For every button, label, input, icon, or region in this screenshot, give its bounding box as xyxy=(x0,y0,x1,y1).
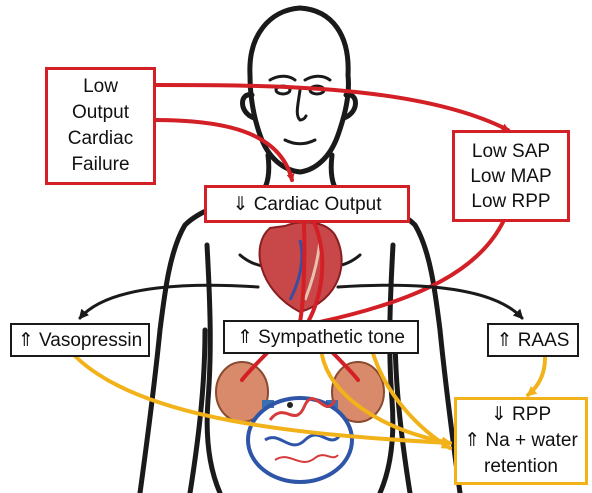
raas-label: ⇑ RAAS xyxy=(497,329,570,352)
sympathetic-tone-label: ⇑ Sympathetic tone xyxy=(237,326,405,349)
vasopressin-label: ⇑ Vasopressin xyxy=(18,329,142,352)
low-map-label: Low MAP xyxy=(470,164,551,189)
raas-box: ⇑ RAAS xyxy=(487,323,579,357)
low-sap-label: Low SAP xyxy=(472,139,550,164)
low-output-cardiac-failure-box: Low Output Cardiac Failure xyxy=(45,67,156,185)
heart-illustration xyxy=(260,209,342,312)
retention-label: retention xyxy=(484,454,558,480)
arrow-failure-to-output xyxy=(154,120,292,180)
nephron-illustration xyxy=(248,398,352,482)
low-output-line-2: Output xyxy=(72,100,129,126)
sympathetic-tone-box: ⇑ Sympathetic tone xyxy=(223,320,419,354)
decreased-rpp-label: ⇓ RPP xyxy=(491,402,551,428)
cardiac-output-label: ⇓ Cardiac Output xyxy=(233,193,382,216)
arrow-raas-to-retention xyxy=(528,358,545,395)
low-output-line-4: Failure xyxy=(71,152,129,178)
arrow-to-raas xyxy=(338,285,522,318)
cardiac-output-box: ⇓ Cardiac Output xyxy=(204,185,410,223)
low-output-line-3: Cardiac xyxy=(68,126,133,152)
vasopressin-box: ⇑ Vasopressin xyxy=(10,323,150,357)
arrow-to-vasopressin xyxy=(80,285,258,318)
low-output-line-1: Low xyxy=(83,74,118,100)
na-water-label: ⇑ Na + water xyxy=(464,428,578,454)
low-rpp-label: Low RPP xyxy=(471,189,550,214)
arrow-pressures-to-sympathetic xyxy=(320,220,504,322)
rpp-retention-box: ⇓ RPP ⇑ Na + water retention xyxy=(454,397,588,485)
low-pressures-box: Low SAP Low MAP Low RPP xyxy=(452,130,570,222)
